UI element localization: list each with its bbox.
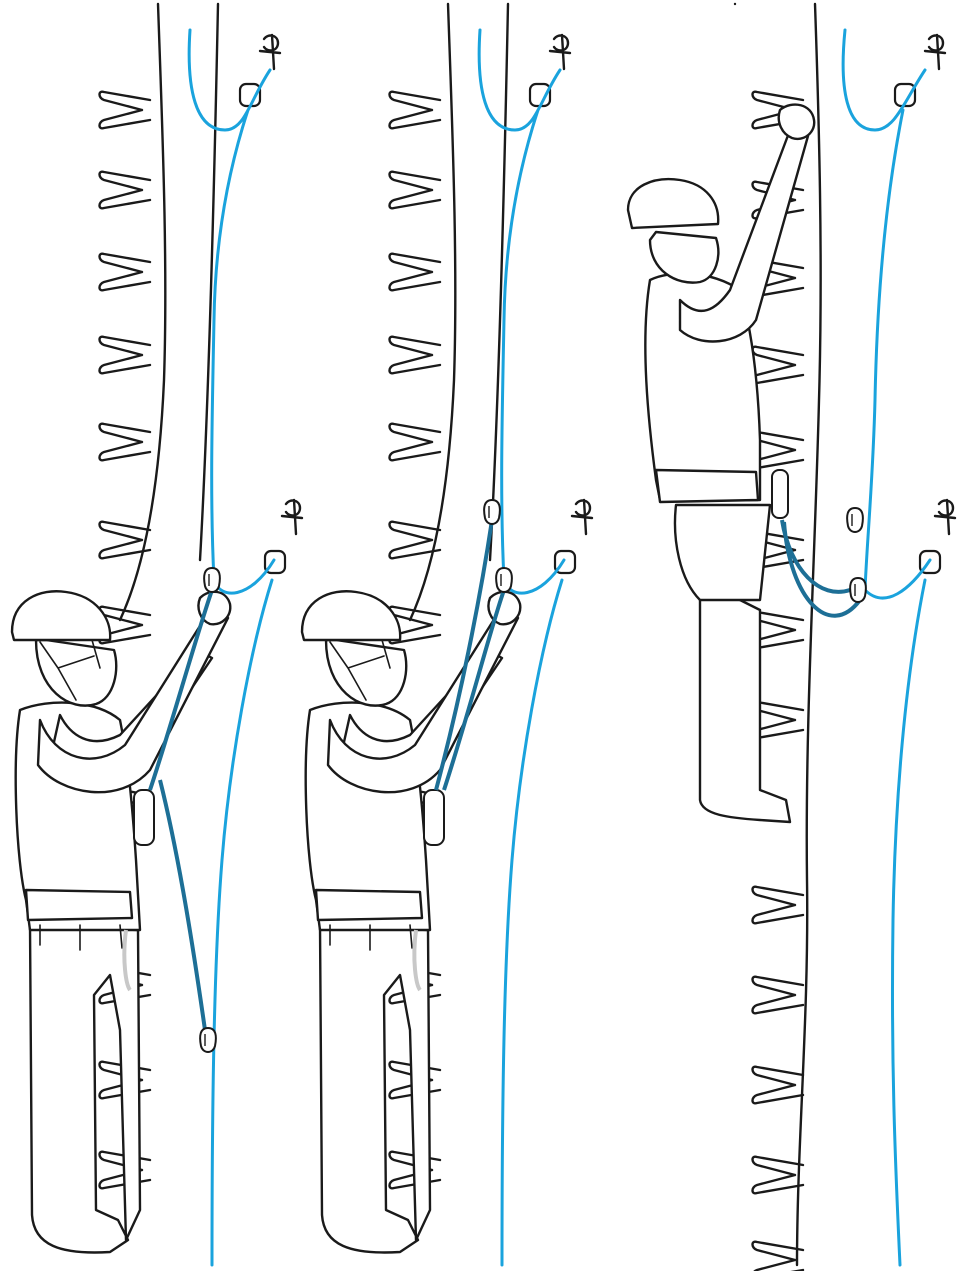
rung	[100, 92, 151, 129]
rung	[100, 424, 151, 461]
rung	[390, 92, 441, 129]
panel-step-3	[628, 4, 955, 1271]
lanyard-arm	[782, 520, 860, 616]
rung	[390, 254, 441, 291]
rung	[753, 1067, 804, 1104]
energy-absorber-icon	[134, 790, 154, 845]
harness-belt	[656, 470, 758, 502]
rung	[753, 1242, 804, 1271]
energy-absorber-icon	[772, 470, 788, 518]
carabiner-icon	[850, 578, 866, 602]
rung	[753, 887, 804, 924]
rung	[100, 337, 151, 374]
climber-hips	[675, 505, 770, 600]
eye-bolt-icon	[550, 35, 570, 69]
carabiner-icon	[200, 1028, 216, 1052]
eye-bolt-icon	[282, 500, 302, 534]
rung	[753, 1157, 804, 1194]
rung	[100, 172, 151, 209]
eye-bolt-icon	[925, 35, 945, 69]
panel-step-2	[302, 4, 592, 1265]
lanyard-arm	[160, 780, 205, 1030]
rung	[390, 337, 441, 374]
eye-bolt-icon	[260, 35, 280, 69]
eye-bolt-icon	[935, 500, 955, 534]
climber-figure	[12, 591, 230, 1252]
carabiner-icon	[847, 508, 863, 532]
rung	[390, 424, 441, 461]
climber-hand	[779, 105, 814, 139]
rung	[100, 254, 151, 291]
climber-figure	[302, 591, 520, 1252]
eye-bolt-icon	[572, 500, 592, 534]
rung	[390, 172, 441, 209]
safety-cable	[843, 30, 930, 1265]
rung	[753, 347, 804, 384]
carabiner-icon	[484, 500, 500, 524]
panel-step-1	[12, 4, 302, 1265]
climber-figure	[628, 105, 866, 822]
energy-absorber-icon	[424, 790, 444, 845]
carabiner-icon	[204, 568, 220, 592]
carabiner-icon	[496, 568, 512, 592]
rung	[753, 977, 804, 1014]
climber-helmet	[628, 179, 718, 228]
